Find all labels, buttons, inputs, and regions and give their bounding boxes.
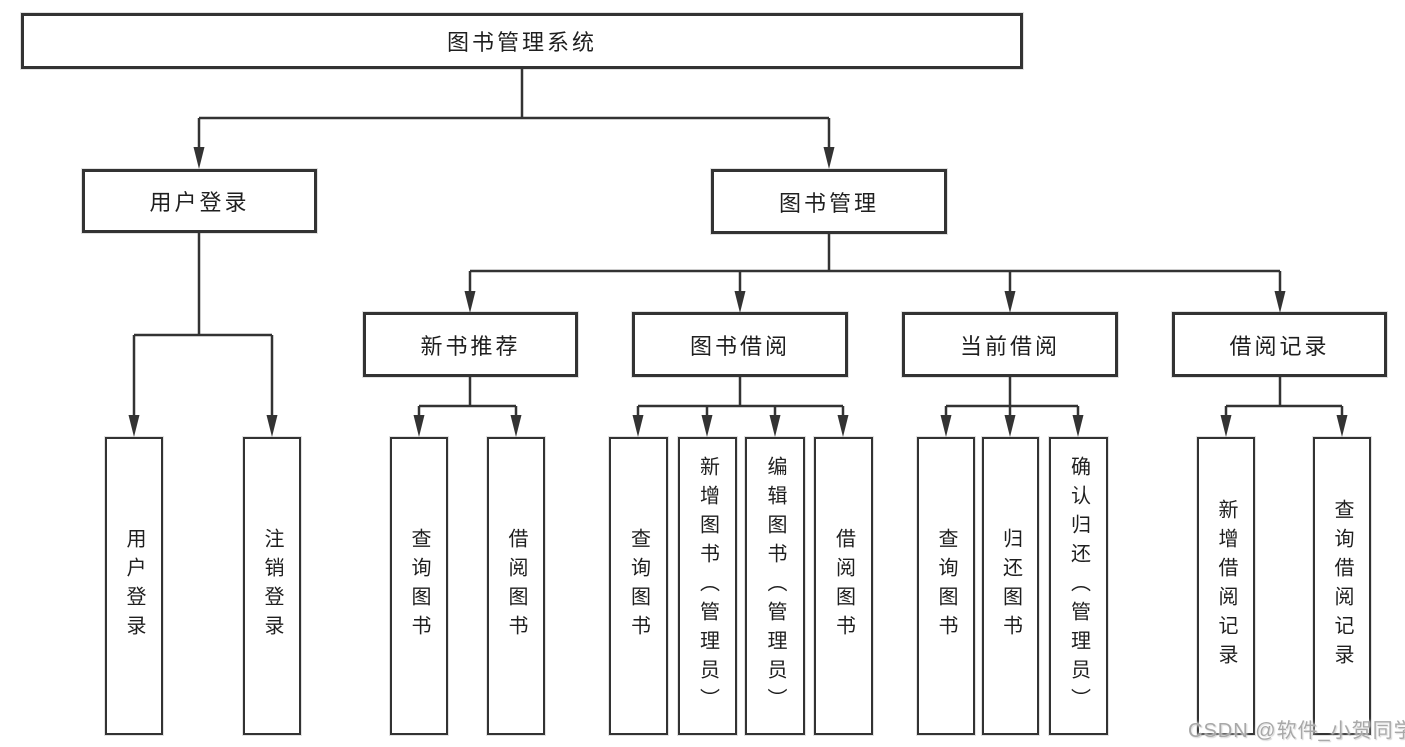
arrowhead-icon	[940, 415, 952, 437]
csdn-watermark: CSDN @软件_小贺同学	[1188, 720, 1405, 742]
arrowhead-icon	[823, 147, 835, 169]
arrowhead-icon	[1004, 291, 1016, 313]
arrowhead-icon	[464, 291, 476, 313]
arrowhead-icon	[769, 415, 781, 437]
leaf-label: 查询借阅记录	[1331, 499, 1353, 673]
connector-book-mgmt-to-level3	[468, 234, 1282, 293]
leaf-label: 查询图书	[935, 528, 957, 644]
arrowheads	[128, 147, 1348, 437]
leaf-label: 用户登录	[123, 528, 145, 644]
node-current-borrow: 当前借阅	[902, 312, 1118, 377]
node-leaf-borrow-book-1: 借阅图书	[487, 437, 545, 735]
node-leaf-query-book-3: 查询图书	[917, 437, 975, 735]
node-user-login: 用户登录	[82, 169, 317, 233]
leaf-label: 查询图书	[627, 528, 650, 644]
arrowhead-icon	[632, 415, 644, 437]
leaf-label: 新增图书（管理员）	[696, 455, 719, 717]
arrowhead-icon	[193, 147, 205, 169]
arrowhead-icon	[701, 415, 713, 437]
leaf-label: 归还图书	[999, 528, 1022, 644]
leaf-label: 查询图书	[408, 528, 430, 644]
node-leaf-return-book: 归还图书	[982, 437, 1039, 735]
arrowhead-icon	[1072, 415, 1084, 437]
arrowhead-icon	[837, 415, 849, 437]
connector-new-book-children	[417, 377, 518, 417]
connector-borrow-record-children	[1224, 377, 1344, 417]
node-leaf-confirm-return-admin: 确认归还（管理员）	[1049, 437, 1108, 735]
arrowhead-icon	[1004, 415, 1016, 437]
node-library-system: 图书管理系统	[21, 13, 1023, 69]
node-leaf-borrow-book-2: 借阅图书	[814, 437, 873, 735]
node-leaf-query-borrow-record: 查询借阅记录	[1313, 437, 1371, 735]
node-book-management: 图书管理	[711, 169, 947, 234]
leaf-label: 注销登录	[261, 528, 283, 644]
connector-paths	[132, 69, 1344, 417]
connector-user-login-children	[132, 233, 274, 417]
arrowhead-icon	[734, 291, 746, 313]
arrowhead-icon	[266, 415, 278, 437]
node-leaf-query-book-1: 查询图书	[390, 437, 448, 735]
connector-current-borrow-children	[944, 377, 1080, 417]
node-leaf-query-book-2: 查询图书	[609, 437, 668, 735]
node-leaf-user-login: 用户登录	[105, 437, 163, 735]
arrowhead-icon	[413, 415, 425, 437]
arrowhead-icon	[1336, 415, 1348, 437]
arrowhead-icon	[510, 415, 522, 437]
leaf-label: 确认归还（管理员）	[1067, 455, 1090, 717]
leaf-label: 借阅图书	[505, 528, 527, 644]
node-book-borrow: 图书借阅	[632, 312, 848, 377]
node-leaf-add-borrow-record: 新增借阅记录	[1197, 437, 1255, 735]
leaf-label: 新增借阅记录	[1215, 499, 1237, 673]
leaf-label: 编辑图书（管理员）	[764, 455, 786, 717]
arrowhead-icon	[128, 415, 140, 437]
node-leaf-add-book-admin: 新增图书（管理员）	[678, 437, 737, 735]
arrowhead-icon	[1274, 291, 1286, 313]
leaf-label: 借阅图书	[832, 528, 855, 644]
node-borrow-record: 借阅记录	[1172, 312, 1387, 377]
node-leaf-edit-book-admin: 编辑图书（管理员）	[745, 437, 805, 735]
node-new-book-recommend: 新书推荐	[363, 312, 578, 377]
node-leaf-logout: 注销登录	[243, 437, 301, 735]
connector-root-to-level2	[197, 69, 831, 150]
arrowhead-icon	[1220, 415, 1232, 437]
connector-book-borrow-children	[636, 377, 845, 417]
